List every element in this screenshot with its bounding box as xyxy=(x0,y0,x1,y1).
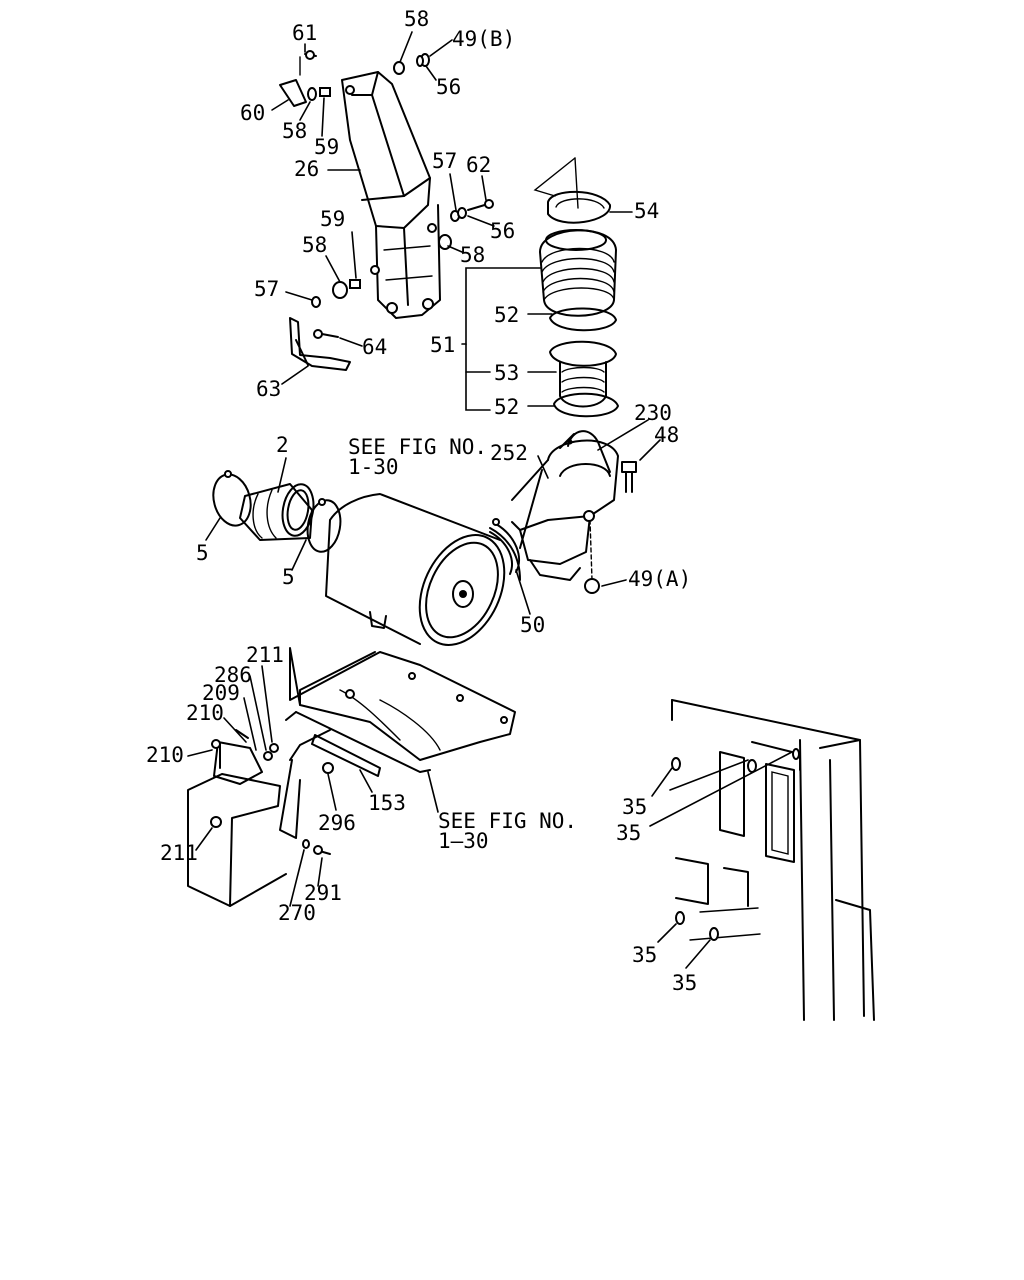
label-53: 53 xyxy=(494,361,519,385)
intake-duct xyxy=(341,71,441,319)
clamp-5-left xyxy=(212,470,252,527)
clamp-230 xyxy=(559,430,611,473)
label-61: 61 xyxy=(292,21,317,45)
label-56: 56 xyxy=(436,75,461,99)
label-57: 57 xyxy=(432,149,457,173)
label-270: 270 xyxy=(278,901,316,925)
label-60: 60 xyxy=(240,101,265,125)
small-bracket-209 xyxy=(213,729,263,785)
see-fig-number-top: 1-30 xyxy=(348,455,399,479)
label-5: 5 xyxy=(282,565,295,589)
label-153: 153 xyxy=(368,791,406,815)
bracket-60 xyxy=(279,79,307,107)
bolt-48 xyxy=(621,461,637,493)
band-52-upper xyxy=(549,307,617,332)
hose-2 xyxy=(239,483,315,541)
label-209: 209 xyxy=(202,681,240,705)
label-64: 64 xyxy=(362,335,387,359)
label-57: 57 xyxy=(254,277,279,301)
label-35: 35 xyxy=(632,943,657,967)
label-252: 252 xyxy=(490,441,528,465)
leader-lines xyxy=(187,31,793,969)
label-2: 2 xyxy=(276,433,289,457)
label-35: 35 xyxy=(622,795,647,819)
label-5: 5 xyxy=(196,541,209,565)
label-35: 35 xyxy=(616,821,641,845)
label-291: 291 xyxy=(304,881,342,905)
clamp-5-right xyxy=(306,498,342,553)
nuts-286-211 xyxy=(263,743,279,761)
label-56: 56 xyxy=(490,219,515,243)
label-59: 59 xyxy=(320,207,345,231)
bellows-51 xyxy=(539,229,617,317)
mounting-bracket xyxy=(285,647,516,773)
label-51: 51 xyxy=(430,333,455,357)
nut-296 xyxy=(322,762,334,774)
label-286: 286 xyxy=(214,663,252,687)
label-49b: 49(B) xyxy=(452,27,515,51)
bracket-153 xyxy=(311,734,381,777)
label-54: 54 xyxy=(634,199,659,223)
band-52-lower xyxy=(553,392,619,418)
label-26: 26 xyxy=(294,157,319,181)
callout-labels: 61 58 49(B) 56 60 58 59 26 57 62 54 56 5… xyxy=(146,7,697,995)
label-210: 210 xyxy=(186,701,224,725)
label-58: 58 xyxy=(282,119,307,143)
clamp-50 xyxy=(489,518,521,575)
nut-49a xyxy=(583,510,600,594)
label-63: 63 xyxy=(256,377,281,401)
clips-35 xyxy=(671,748,800,941)
bolt-291-washer-270 xyxy=(302,839,331,855)
label-211: 211 xyxy=(160,841,198,865)
label-49a: 49(A) xyxy=(628,567,691,591)
label-58: 58 xyxy=(302,233,327,257)
bolt-61 xyxy=(299,50,317,76)
label-48: 48 xyxy=(654,423,679,447)
label-230: 230 xyxy=(634,401,672,425)
label-58: 58 xyxy=(460,243,485,267)
label-58: 58 xyxy=(404,7,429,31)
nut-56-top xyxy=(416,53,430,67)
bolt-64 xyxy=(313,329,339,339)
see-fig-reference-top: SEE FIG NO. xyxy=(348,435,487,459)
label-50: 50 xyxy=(520,613,545,637)
label-52: 52 xyxy=(494,395,519,419)
label-211: 211 xyxy=(246,643,284,667)
clamp-54 xyxy=(533,157,611,224)
label-35: 35 xyxy=(672,971,697,995)
label-210: 210 xyxy=(146,743,184,767)
cab-panel xyxy=(671,699,875,1021)
bolt-210 xyxy=(211,739,221,769)
fasteners-57-62 xyxy=(438,199,494,250)
see-fig-number-bottom: 1–30 xyxy=(438,829,489,853)
spacer-58-59-left xyxy=(307,87,331,101)
label-296: 296 xyxy=(318,811,356,835)
fasteners-57-58-59-lower xyxy=(311,279,361,308)
nut-211-bottom xyxy=(210,816,222,828)
label-59: 59 xyxy=(314,135,339,159)
label-52: 52 xyxy=(494,303,519,327)
bracket-63 xyxy=(289,317,351,371)
air-cleaner-body xyxy=(325,493,521,646)
support-frame xyxy=(187,729,331,907)
label-62: 62 xyxy=(466,153,491,177)
see-fig-reference-bottom: SEE FIG NO. xyxy=(438,809,577,833)
washer-58-top xyxy=(393,61,405,75)
